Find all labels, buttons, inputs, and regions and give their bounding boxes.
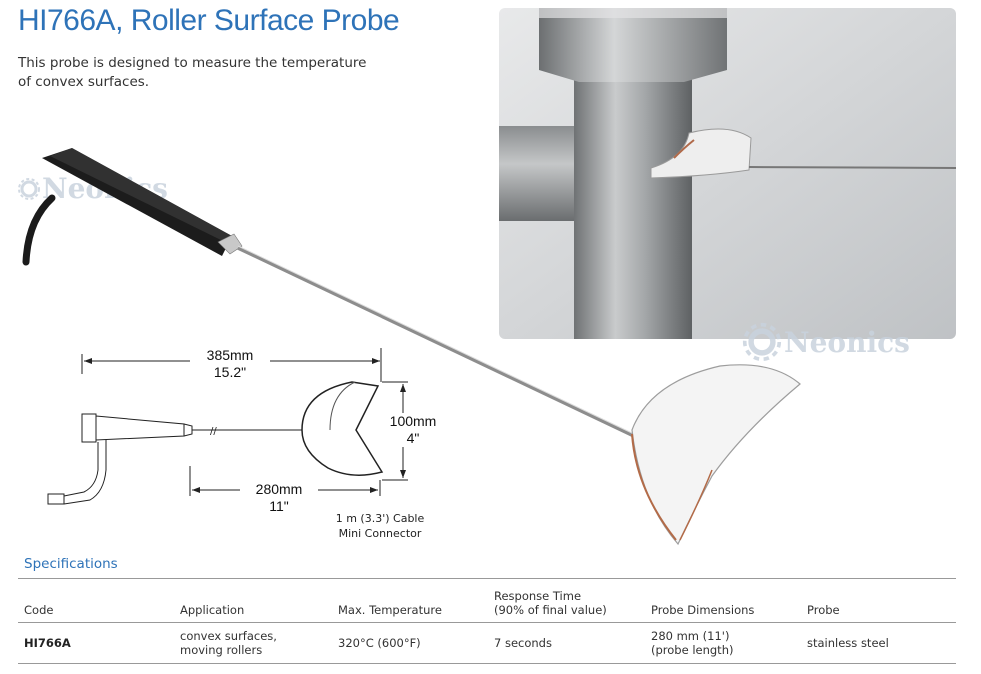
column-header-max-temperature: Max. Temperature xyxy=(332,578,488,623)
watermark-text: Neonics xyxy=(784,325,910,359)
cell-max-temperature: 320°C (600°F) xyxy=(332,622,488,664)
cell-application: convex surfaces,moving rollers xyxy=(174,622,332,664)
column-header-application: Application xyxy=(174,578,332,623)
connector-type: Mini Connector xyxy=(338,527,422,540)
gear-icon xyxy=(742,322,782,362)
probe-illustration: // xyxy=(22,148,801,546)
dimension-mm: 385mm xyxy=(206,347,254,363)
table-row: HI766A convex surfaces,moving rollers 32… xyxy=(18,622,956,664)
cell-probe-dimensions: 280 mm (11')(probe length) xyxy=(645,622,801,664)
gear-icon xyxy=(18,177,40,200)
column-header-response-time: Response Time(90% of final value) xyxy=(488,578,645,623)
dimension-mm: 100mm xyxy=(389,413,437,429)
column-header-probe: Probe xyxy=(801,578,956,623)
cable-length: 1 m (3.3') Cable xyxy=(335,512,425,525)
svg-text://: // xyxy=(210,426,217,437)
specifications-table: Code Application Max. Temperature Respon… xyxy=(18,578,956,664)
cell-response-time: 7 seconds xyxy=(488,622,645,664)
dimension-inch: 11" xyxy=(269,498,289,514)
intro-line-2: of convex surfaces. xyxy=(18,74,150,90)
product-photo xyxy=(499,8,956,339)
dimension-mm: 280mm xyxy=(255,481,303,497)
dimension-inch: 4" xyxy=(406,430,420,446)
dimension-probe-length: 280mm 11" xyxy=(240,481,318,515)
watermark-bottom: Neonics xyxy=(742,322,910,362)
table-header-row: Code Application Max. Temperature Respon… xyxy=(18,578,956,623)
cable-label: 1 m (3.3') Cable Mini Connector xyxy=(330,511,430,541)
cell-code: HI766A xyxy=(18,622,174,664)
specifications-heading: Specifications xyxy=(24,556,118,572)
dimension-head-width: 100mm 4" xyxy=(384,413,442,447)
page-title: HI766A, Roller Surface Probe xyxy=(18,4,400,37)
intro-text: This probe is designed to measure the te… xyxy=(18,54,378,92)
dimension-inch: 15.2" xyxy=(213,364,247,380)
intro-line-1: This probe is designed to measure the te… xyxy=(18,55,367,71)
column-header-code: Code xyxy=(18,578,174,623)
cell-probe: stainless steel xyxy=(801,622,956,664)
dimension-overall-length: 385mm 15.2" xyxy=(190,347,270,381)
column-header-probe-dimensions: Probe Dimensions xyxy=(645,578,801,623)
